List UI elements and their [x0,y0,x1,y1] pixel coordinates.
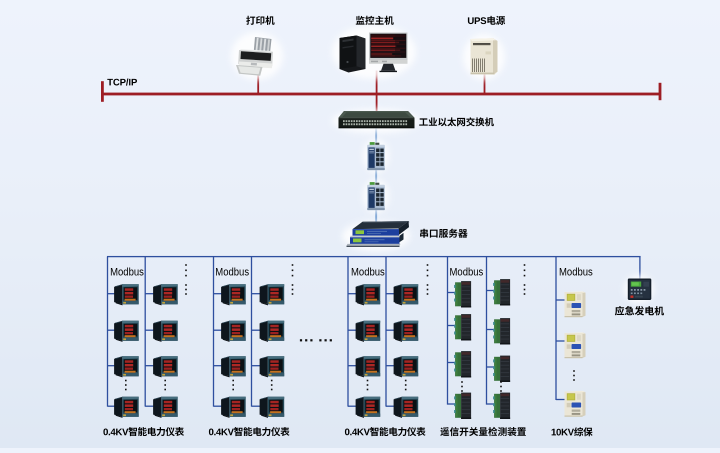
svg-text:Modbus: Modbus [351,267,385,279]
svg-text:Modbus: Modbus [110,267,144,279]
svg-text:Modbus: Modbus [215,267,249,279]
svg-text:Modbus: Modbus [559,267,593,279]
svg-text:Modbus: Modbus [450,267,484,279]
